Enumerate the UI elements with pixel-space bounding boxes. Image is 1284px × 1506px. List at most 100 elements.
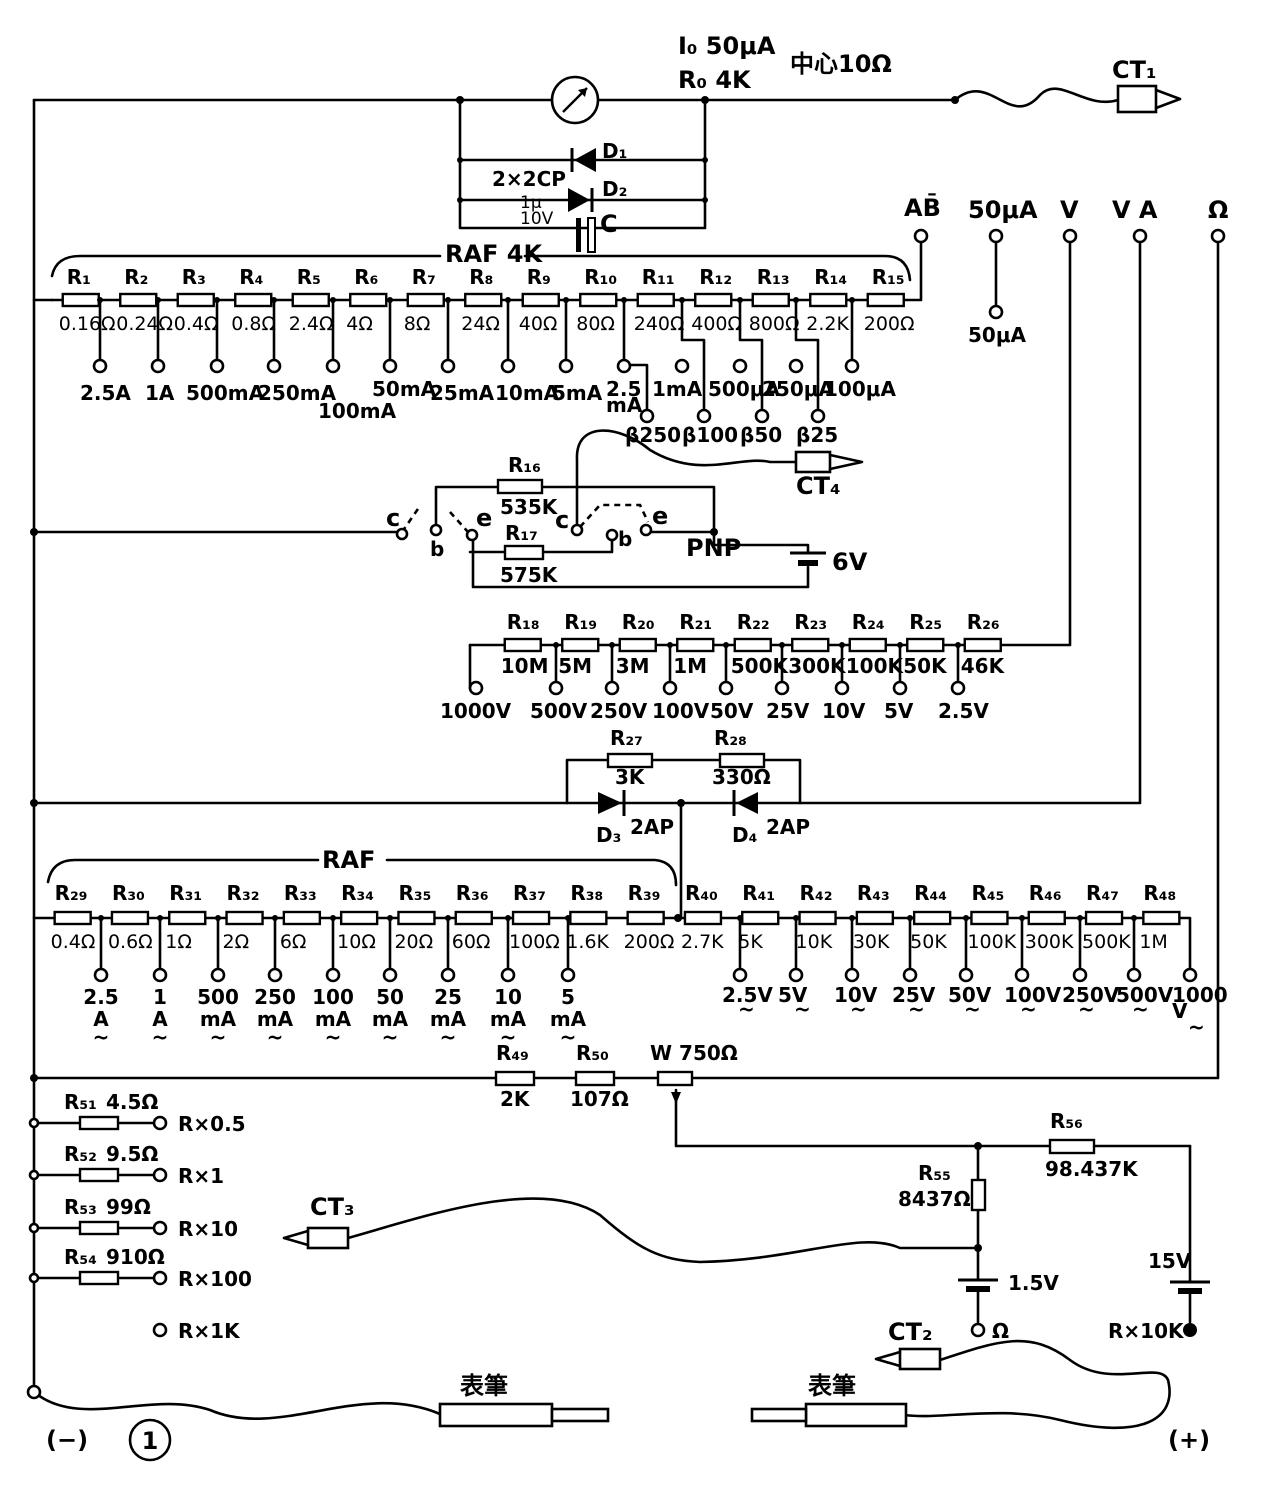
range-terminal[interactable] [325, 358, 341, 374]
ac-current-range-unit: A [93, 1007, 109, 1031]
ac-volt-terminal[interactable] [844, 967, 860, 983]
range-terminal[interactable] [500, 358, 516, 374]
terminal-b[interactable] [429, 523, 443, 537]
range-terminal[interactable] [616, 358, 632, 374]
ac-volt-range-label: 10V [834, 983, 878, 1007]
ct2-label: CT₂ [888, 1318, 933, 1346]
range-terminal[interactable] [844, 358, 860, 374]
probe-ct2[interactable] [874, 1347, 942, 1371]
dcv-range-terminal[interactable] [604, 680, 620, 696]
resistor-r37-body [511, 910, 551, 926]
ac-volt-terminal[interactable] [1182, 967, 1198, 983]
ac-volt-terminal[interactable] [1126, 967, 1142, 983]
resistor-r9-name: R₉ [527, 265, 551, 289]
terminal-ohm-top[interactable] [1210, 228, 1226, 244]
ohm-range-terminal[interactable] [152, 1167, 168, 1183]
resistor-r3-value: 0.4Ω [174, 313, 219, 335]
probe-ct3[interactable] [282, 1226, 350, 1250]
dcv-range-terminal[interactable] [774, 680, 790, 696]
w-label: W 750Ω [650, 1041, 738, 1065]
range-terminal[interactable] [92, 358, 108, 374]
ac-current-terminal[interactable] [382, 967, 398, 983]
dcv-range-terminal[interactable] [950, 680, 966, 696]
terminal-rx10k[interactable] [1183, 1323, 1197, 1337]
range-terminal[interactable] [209, 358, 225, 374]
range-terminal[interactable] [382, 358, 398, 374]
ac-current-terminal[interactable] [500, 967, 516, 983]
resistor-r46-name: R₄₆ [1029, 881, 1062, 905]
resistor-r17-body [503, 544, 545, 561]
ac-volt-terminal[interactable] [902, 967, 918, 983]
ohm-range-terminal[interactable] [152, 1115, 168, 1131]
test-lead-positive[interactable] [750, 1402, 908, 1428]
ac-chain: R₂₉0.4ΩR₃₀0.6ΩR₃₁1ΩR₃₂2ΩR₃₃6ΩR₃₄10ΩR₃₅20… [51, 881, 1228, 1049]
ohm-range-terminal[interactable] [152, 1270, 168, 1286]
ac-current-terminal[interactable] [325, 967, 341, 983]
resistor-r25-body [906, 637, 945, 653]
test-lead-negative[interactable] [438, 1402, 610, 1428]
range-terminal[interactable] [558, 358, 574, 374]
resistor-r25-value: 50K [903, 654, 948, 678]
ac-volt-terminal[interactable] [1072, 967, 1088, 983]
terminal-va-ac[interactable] [1132, 228, 1148, 244]
range-terminal[interactable] [732, 358, 748, 374]
terminal-e2[interactable] [639, 523, 653, 537]
terminal-e[interactable] [465, 528, 479, 542]
beta-terminal[interactable] [696, 408, 712, 424]
range-terminal[interactable] [674, 358, 690, 374]
probe-ct4[interactable] [794, 450, 864, 474]
ab-label: AB̄ [904, 192, 941, 222]
resistor-r5-body [291, 292, 330, 308]
ac-current-terminal[interactable] [267, 967, 283, 983]
ac-volt-range-label: 50V [948, 983, 992, 1007]
terminal-ab[interactable] [913, 228, 929, 244]
battery-1v5-label: 1.5V [1008, 1271, 1059, 1295]
probe-ct1[interactable] [1116, 84, 1182, 114]
beta-terminal[interactable] [639, 408, 655, 424]
ac-current-terminal[interactable] [152, 967, 168, 983]
terminal-50ua-lower[interactable] [988, 304, 1004, 320]
ac-tilde-mark: ~ [560, 1025, 577, 1049]
terminal-50ua[interactable] [988, 228, 1004, 244]
ac-current-terminal[interactable] [210, 967, 226, 983]
terminal-c[interactable] [395, 527, 409, 541]
range-terminal[interactable] [266, 358, 282, 374]
ohm-range-terminal[interactable] [152, 1220, 168, 1236]
dcv-range-terminal[interactable] [468, 680, 484, 696]
r28-value: 330Ω [712, 765, 771, 789]
beta-terminal[interactable] [810, 408, 826, 424]
dcv-range-terminal[interactable] [548, 680, 564, 696]
ac-volt-range-label: 500V [1116, 983, 1174, 1007]
terminal-b2[interactable] [605, 528, 619, 542]
ac-tilde-mark: ~ [267, 1025, 284, 1049]
ac-current-terminal[interactable] [440, 967, 456, 983]
negative-common-terminal[interactable] [26, 1384, 42, 1400]
terminal-ohm-bottom[interactable] [970, 1322, 986, 1338]
range-terminal[interactable] [440, 358, 456, 374]
ac-volt-terminal[interactable] [958, 967, 974, 983]
ac-volt-terminal[interactable] [732, 967, 748, 983]
ac-volt-terminal[interactable] [788, 967, 804, 983]
resistor-r48-value: 1M [1139, 931, 1167, 953]
terminal-rx1k[interactable] [152, 1322, 168, 1338]
range-terminal[interactable] [150, 358, 166, 374]
node-dots [30, 96, 982, 1252]
ohm-top-label: Ω [1208, 196, 1228, 224]
terminal-c2[interactable] [570, 523, 584, 537]
ac-current-terminal[interactable] [93, 967, 109, 983]
dcv-range-terminal[interactable] [662, 680, 678, 696]
dcv-range-terminal[interactable] [834, 680, 850, 696]
dcv-range-terminal[interactable] [892, 680, 908, 696]
potentiometer-w-body[interactable] [656, 1070, 694, 1087]
ac-current-range-number: 2.5 [83, 985, 118, 1009]
dcv-range-terminal[interactable] [718, 680, 734, 696]
range-terminal[interactable] [788, 358, 804, 374]
resistor-r33-body [282, 910, 322, 926]
terminal-v[interactable] [1062, 228, 1078, 244]
beta-terminal[interactable] [754, 408, 770, 424]
node-dot [737, 297, 743, 303]
resistor-r14-value: 2.2K [806, 313, 849, 335]
ac-volt-terminal[interactable] [1014, 967, 1030, 983]
ac-current-terminal[interactable] [560, 967, 576, 983]
